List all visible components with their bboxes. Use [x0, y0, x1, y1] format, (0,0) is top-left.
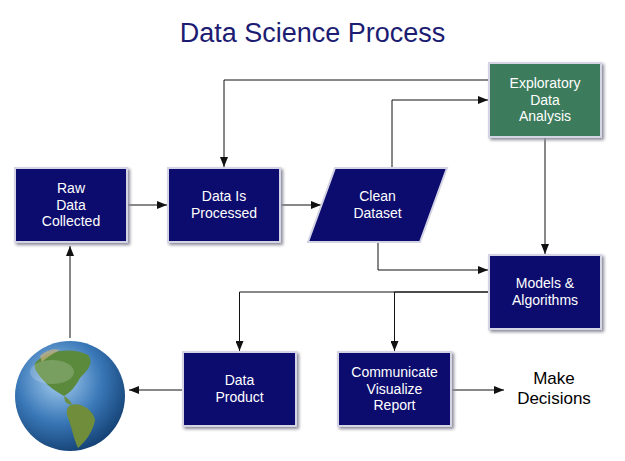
node-text: Clean Dataset	[353, 188, 401, 222]
globe-ocean	[15, 341, 125, 451]
node-text: Data Is Processed	[191, 188, 257, 222]
process-box: Data Product	[182, 351, 297, 427]
node-text: Communicate Visualize Report	[351, 364, 437, 414]
process-box: Data Is Processed	[167, 167, 281, 243]
data-parallelogram: Clean Dataset	[307, 167, 448, 243]
flow-arrow	[129, 390, 182, 391]
flow-connector	[128, 205, 167, 206]
parallelogram-shape	[308, 168, 447, 242]
globe-land	[67, 404, 95, 448]
flow-connector	[240, 292, 489, 351]
process-box: Communicate Visualize Report	[337, 351, 452, 427]
flow-connector	[224, 80, 488, 167]
flow-connector	[378, 243, 488, 270]
node-text: Exploratory Data Analysis	[510, 75, 581, 125]
flow-connector	[395, 292, 489, 351]
diagram-title: Data Science Process	[0, 18, 625, 49]
node-text: Data Product	[215, 372, 263, 406]
flow-connector	[392, 100, 488, 167]
process-box: Exploratory Data Analysis	[488, 62, 602, 138]
globe-illustration	[15, 341, 125, 451]
process-box: Raw Data Collected	[14, 167, 128, 243]
flow-arrow	[70, 246, 71, 338]
process-box: Models & Algorithms	[488, 254, 602, 330]
globe-highlight	[30, 360, 74, 384]
node-text: Models & Algorithms	[512, 275, 578, 309]
node-text: Raw Data Collected	[42, 180, 100, 230]
flow-arrow	[452, 390, 504, 391]
flow-connector	[545, 138, 546, 254]
outcome-label: Make Decisions	[506, 369, 602, 410]
flow-connector	[281, 205, 321, 206]
globe-land	[64, 396, 72, 404]
